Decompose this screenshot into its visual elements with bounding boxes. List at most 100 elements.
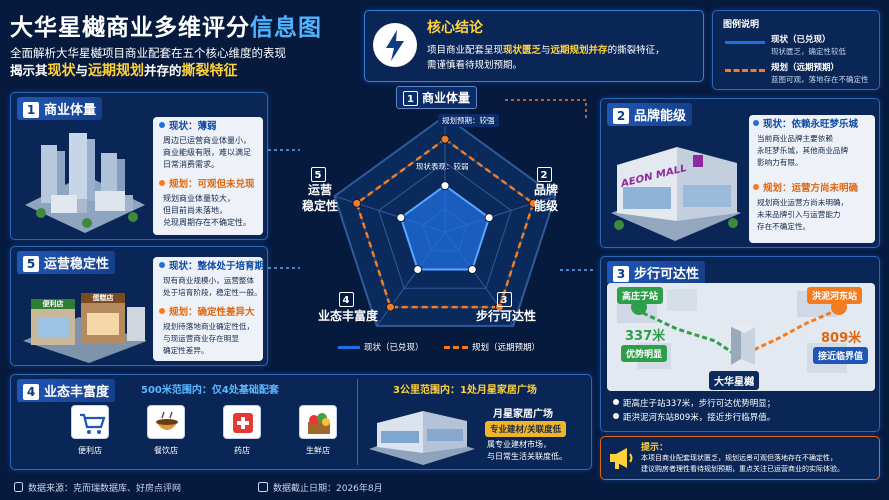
station-a-label: 高庄子站 (617, 287, 664, 304)
card2-plan-h: 规划：运营方尚未明确 (763, 183, 859, 194)
station-b-label: 洪泥河东站 (807, 287, 863, 304)
conclusion-t2: 现状匮乏 (503, 45, 542, 56)
card1-title-text: 商业体量 (44, 103, 97, 118)
radar-axis-5-num: 5 (310, 167, 326, 182)
card3-num: 3 (613, 266, 629, 282)
radar-point-status (396, 213, 406, 223)
card1-status-head: 现状：薄弱 (159, 121, 217, 133)
card2-status-text: 当前商业品牌主要依赖 永旺梦乐城，其他商业品牌 影响力有限。 (757, 134, 849, 167)
title-highlight: 信息图 (250, 15, 322, 41)
furniture-mall-name: 月星家居广场 (493, 409, 553, 420)
subtitle-d: 远期规划 (88, 63, 145, 79)
subtitle-c: 与 (75, 63, 89, 78)
tip-card: 提示： 本项目商业配套现状匮乏，规划远景可观但落地存在不确定性， 建议购房者理性… (600, 436, 880, 480)
radar-axis-4-num: 4 (338, 292, 354, 307)
icon-label-restaurant: 餐饮店 (154, 446, 178, 455)
furniture-mall-tag: 专业建材/关联度低 (485, 421, 567, 437)
title-main: 大华星樾商业多维评分 (10, 15, 250, 41)
radar-axis-3-num: 3 (496, 292, 512, 307)
footer-date-text: 数据截止日期：2026年8月 (273, 484, 383, 494)
radar-status-note: 现状表现：较弱 (416, 162, 469, 171)
convenience-store-icon (71, 405, 109, 439)
card1-text-box (153, 117, 263, 235)
subtitle: 全面解析大华星樾项目商业配套在五个核心维度的表现 揭示其现状与远期规划并存的撕裂… (10, 44, 286, 80)
tag-a: 优势明显 (621, 345, 668, 362)
footer-source: 数据来源：克而瑞数据库、好房点评网 (14, 481, 181, 494)
card2-text-box (749, 115, 875, 243)
card2-plan-text: 规划商业运营方尚未明确， 未来品牌引入与运营能力 存在不确定性。 (757, 198, 849, 231)
card1-num: 1 (23, 102, 39, 118)
conclusion-t3: 与 (541, 45, 551, 56)
subtitle-line1: 全面解析大华星樾项目商业配套在五个核心维度的表现 (10, 46, 286, 60)
legend-plan-line (725, 69, 765, 72)
subtitle-b: 现状 (47, 63, 76, 79)
distance-a: 337米 (625, 329, 666, 344)
shops-illustration: 便利店 蛋糕店 (19, 277, 149, 363)
card2-title-text: 品牌能级 (634, 109, 687, 124)
card3-b2: 距洪泥河东站809米，接近步行临界值。 (623, 413, 776, 423)
card2-num: 2 (613, 108, 629, 124)
radar-point-status (413, 265, 423, 275)
card4-title-text: 业态丰富度 (44, 385, 110, 400)
radar-legend-plan-line (444, 346, 468, 349)
card2-title: 2 品牌能级 (607, 103, 693, 126)
conclusion-text: 项目商业配套呈现现状匮乏与远期规划并存的撕裂特征，需谨慎看待规划预期。 (427, 43, 699, 73)
subtitle-a: 揭示其 (10, 63, 48, 78)
icon-label-convenience: 便利店 (78, 446, 102, 455)
subtitle-f: 撕裂特征 (181, 63, 238, 79)
radar-axis-4-label: 业态丰富度 (318, 309, 379, 323)
footer-date: 数据截止日期：2026年8月 (258, 481, 383, 494)
card3-b1: 距高庄子站337米，步行可达优势明显； (623, 399, 776, 409)
legend-status-line (725, 41, 765, 44)
tip-text: 本项目商业配套现状匮乏，规划远景可观但落地存在不确定性， 建议购房者理性看待规划… (641, 454, 844, 473)
radar-legend-status-line (338, 346, 360, 349)
legend-status-desc: 现状匮乏，确定性较低 (771, 47, 846, 56)
conclusion-t4: 远期规划并存 (550, 45, 608, 56)
card1-title: 1 商业体量 (17, 97, 103, 120)
radar-axis-2-label: 品牌 能级 (534, 183, 559, 213)
conclusion-t5: 的撕裂特征， (607, 45, 665, 56)
card5-status-h: 现状：整体处于培育期 (169, 261, 265, 272)
radar-legend-plan: 规划（远期预期） (472, 343, 541, 353)
radar-grid-ring (378, 161, 512, 289)
card5-plan-text: 规划待落地商业确定性低， 与现运营商业存在明显 确定性差异。 (163, 322, 255, 355)
radar-point-plan (352, 198, 362, 208)
card3-bullets: 距高庄子站337米，步行可达优势明显； 距洪泥河东站809米，接近步行临界值。 (613, 397, 775, 425)
database-icon (14, 482, 23, 492)
megaphone-icon (607, 445, 635, 471)
shop1-sign: 便利店 (42, 300, 64, 308)
pharmacy-icon (223, 405, 261, 439)
radar-axis-2-num: 2 (536, 167, 552, 182)
fresh-food-icon (299, 405, 337, 439)
radar-series-plan (355, 137, 535, 309)
radar-point-status (440, 181, 450, 191)
radar-points (352, 134, 538, 312)
card5-num: 5 (23, 256, 39, 272)
card2-status-head: 现状：依赖永旺梦乐城 (753, 119, 858, 131)
radar-point-plan (440, 134, 450, 144)
lightning-icon (373, 23, 417, 67)
furniture-mall-text: 属专业建材市场， 与日常生活关联度低。 (487, 440, 567, 461)
card1-status-h: 现状：薄弱 (169, 121, 217, 132)
card1-plan-h: 规划：可观但未兑现 (169, 179, 255, 190)
card5-title: 5 运营稳定性 (17, 251, 116, 274)
radar-axis-3-label: 步行可达性 (476, 309, 537, 323)
legend-status-name: 现状（已兑现） (771, 35, 831, 45)
card5-text-box (153, 257, 263, 361)
card1-plan-head: 规划：可观但未兑现 (159, 179, 255, 191)
legend-card: 图例说明 现状（已兑现） 现状匮乏，确定性较低 规划（远期预期） 蓝图可观，落地… (712, 10, 880, 90)
radar-axis-5-label: 运营 稳定性 (302, 183, 339, 213)
card5-title-text: 运营稳定性 (44, 257, 110, 272)
radar-axis-4: 4 业态丰富度 (318, 292, 378, 324)
city-illustration (21, 125, 149, 233)
legend-plan-name: 规划（远期预期） (771, 63, 840, 73)
tag-b: 接近临界值 (813, 347, 869, 364)
